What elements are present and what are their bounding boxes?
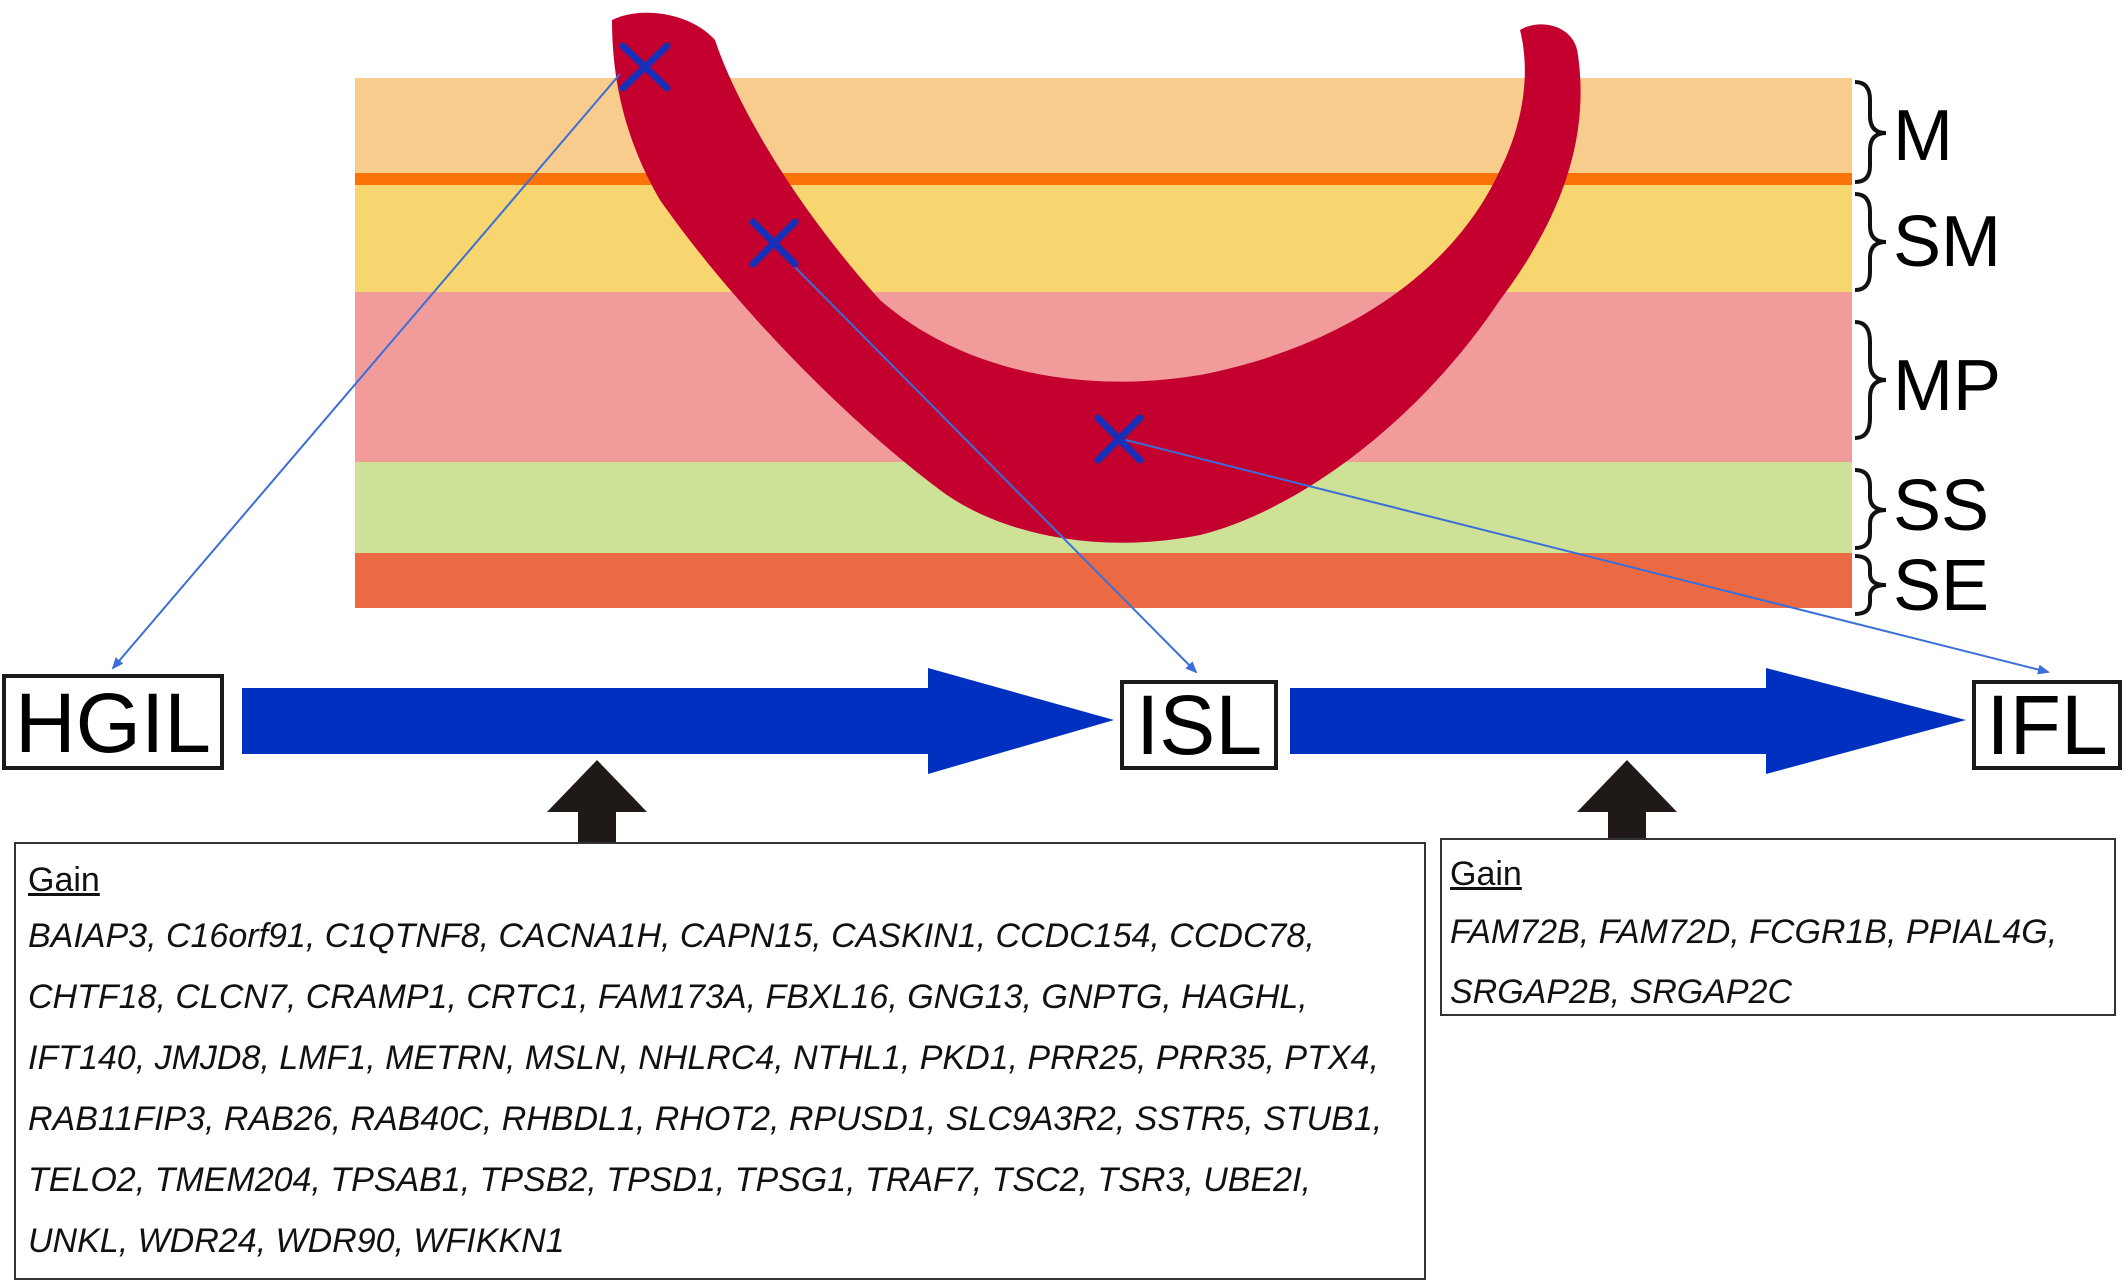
gene-list: FAM72B, FAM72D, FCGR1B, PPIAL4G, SRGAP2B…	[1450, 913, 2058, 1011]
sample-markers	[619, 42, 1144, 464]
stage-ifl: IFL	[1972, 678, 2122, 772]
stage-label-ifl: IFL	[1986, 678, 2107, 772]
layer-label-ss: SS	[1893, 466, 1989, 546]
gene-list: BAIAP3, C16orf91, C1QTNF8, CACNA1H, CAPN…	[28, 917, 1383, 1260]
up-arrow-right	[1577, 760, 1677, 838]
layer-label-mp: MP	[1893, 346, 2001, 426]
brace-ss	[1854, 468, 1887, 550]
gene-box-isl-to-ifl: Gain FAM72B, FAM72D, FCGR1B, PPIAL4G, SR…	[1440, 838, 2116, 1016]
layer-submucosa	[355, 185, 1852, 292]
tumor-mass	[612, 12, 1581, 543]
progression-arrows	[242, 668, 1966, 774]
gene-box-hgil-to-isl: Gain BAIAP3, C16orf91, C1QTNF8, CACNA1H,…	[14, 842, 1426, 1280]
layer-label-se: SE	[1893, 546, 1989, 626]
gain-title: Gain	[28, 861, 100, 899]
pointer-lines	[111, 73, 2050, 675]
layer-muscularis-mucosae	[355, 173, 1852, 185]
layer-labels: M SM MP SS SE	[1893, 96, 2001, 626]
stage-hgil: HGIL	[2, 674, 224, 770]
layer-label-m: M	[1893, 96, 1953, 176]
arrow-hgil-to-isl	[242, 668, 1114, 774]
brace-se	[1854, 554, 1887, 616]
brace-sm	[1854, 192, 1887, 292]
gain-title: Gain	[1450, 855, 1522, 893]
brace-m	[1854, 80, 1887, 184]
gain-pointers	[547, 760, 1677, 842]
stage-boxes: HGIL ISL IFL	[2, 674, 2122, 772]
x-marker-3	[1094, 414, 1144, 464]
stage-label-isl: ISL	[1136, 678, 1262, 772]
layer-serosa	[355, 553, 1852, 608]
pointer-line-ifl	[1125, 439, 2050, 675]
stage-label-hgil: HGIL	[15, 676, 211, 770]
arrow-isl-to-ifl	[1290, 668, 1966, 774]
x-marker-2	[749, 218, 799, 268]
layer-label-sm: SM	[1893, 202, 2001, 282]
x-marker-1	[619, 42, 671, 92]
up-arrow-left	[547, 760, 647, 842]
layer-mucosa	[355, 78, 1852, 173]
pointer-line-isl	[777, 249, 1198, 674]
brace-mp	[1854, 320, 1887, 440]
layer-braces	[1854, 80, 1887, 616]
pointer-line-hgil	[111, 73, 621, 670]
stage-isl: ISL	[1120, 678, 1278, 772]
